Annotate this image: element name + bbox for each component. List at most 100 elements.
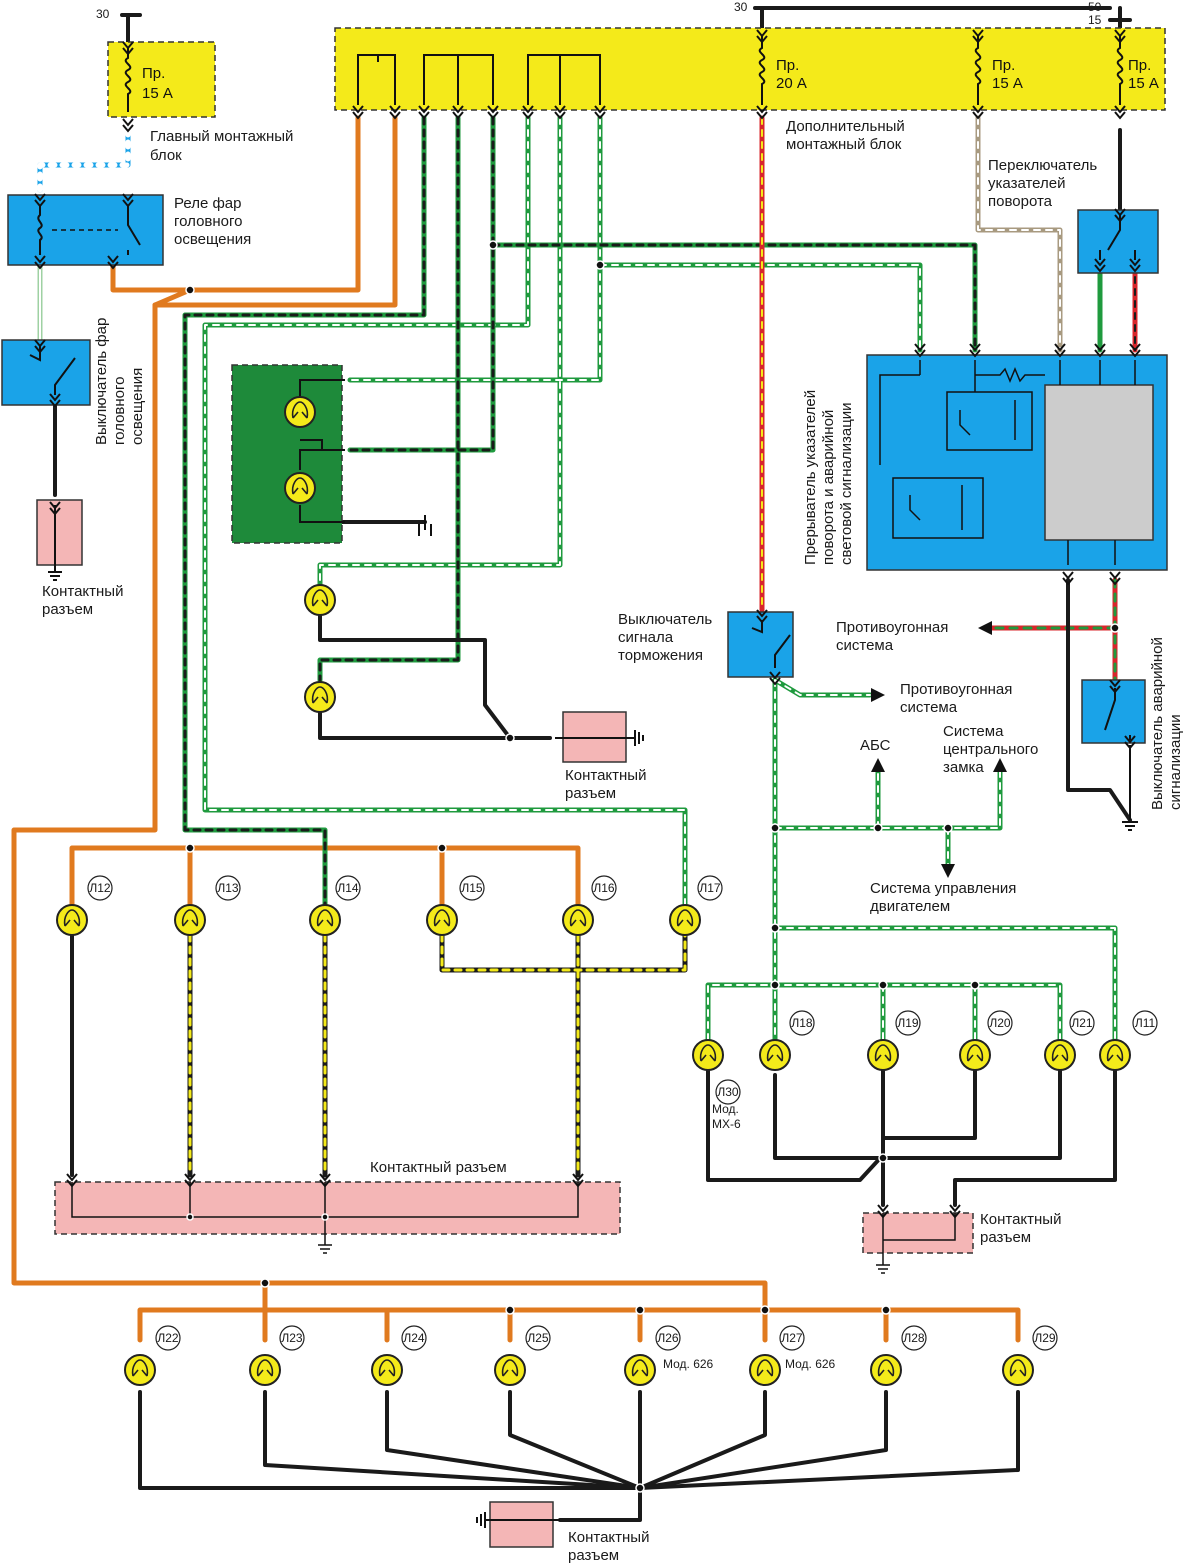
tag-L21: Л21 [1069,1010,1095,1036]
engine-ctrl-label-1: Система управления [870,880,1016,897]
connector-bottom [476,1501,560,1548]
green-black-wires [182,115,1118,908]
tag-L23: Л23 [279,1325,305,1351]
tag-L16: Л16 [591,875,617,901]
beige-wire [975,115,1063,353]
turn-switch-label-3: поворота [988,193,1053,210]
headlamp-switch [1,339,91,407]
svg-text:Л30: Л30 [717,1085,739,1099]
connector-middle [555,711,644,763]
lamps-row1 [56,904,701,936]
svg-text:Л23: Л23 [281,1331,303,1345]
lamp-tags: Л12 Л13 Л14 Л15 Л16 Л17 Л18 Л19 Л20 Л21 … [87,875,1158,1351]
green-white-wires [202,115,1118,1048]
tag-L17: Л17 [697,875,723,901]
antitheft1-label-1: Противоугонная [836,619,948,636]
lamps-row3 [124,1354,1034,1386]
tag-L28: Л28 [901,1325,927,1351]
tag-L19: Л19 [895,1010,921,1036]
mod-626-label-2: Мод. 626 [785,1357,836,1371]
brake-label-3: торможения [618,647,703,664]
tag-L11: Л11 [1132,1010,1158,1036]
tag-L24: Л24 [401,1325,427,1351]
terminal-30-left: 30 [96,7,110,21]
tag-L26: Л26 [655,1325,681,1351]
headlamp-switch-label-1: Выключатель фар [93,318,110,445]
middle-lamps [304,584,336,713]
arrows [871,621,1007,878]
connector-bottom-label-2: разъем [568,1547,619,1564]
fuse-3-name: Пр. [992,57,1015,74]
brake-label-2: сигнала [618,629,674,646]
svg-text:Л22: Л22 [157,1331,179,1345]
flasher-label-1: Прерыватель указателей [802,390,819,565]
flasher-label-3: световой сигнализации [838,402,855,565]
connector-right-label-1: Контактный [980,1211,1061,1228]
turn-switch [1077,208,1159,274]
tag-L12: Л12 [87,875,113,901]
svg-text:Л24: Л24 [403,1331,425,1345]
svg-text:Л16: Л16 [593,881,615,895]
svg-text:Л29: Л29 [1034,1331,1056,1345]
fuse-2-name: Пр. [776,57,799,74]
tag-L15: Л15 [459,875,485,901]
lamps-row2 [692,1039,1131,1071]
aux-block-label-1: Дополнительный [786,118,905,135]
antitheft2-label-2: система [900,699,958,716]
flasher-relay [866,343,1168,585]
terminal-50: 50 [1088,0,1102,14]
svg-text:Л27: Л27 [781,1331,803,1345]
tag-L13: Л13 [215,875,241,901]
connector-left [36,499,83,581]
connector-middle-label-1: Контактный [565,767,646,784]
mod-mx6-label-2: МХ-6 [712,1117,741,1131]
tag-L27: Л27 [779,1325,805,1351]
svg-text:Л12: Л12 [89,881,111,895]
connector-right [862,1204,974,1274]
turn-switch-label-2: указателей [988,175,1065,192]
svg-text:Л14: Л14 [337,881,359,895]
tag-L22: Л22 [155,1325,181,1351]
tag-L20: Л20 [987,1010,1013,1036]
central-lock-label-2: центрального [943,741,1038,758]
fuse-4-name: Пр. [1128,57,1151,74]
hazard-label-2: сигнализации [1167,714,1184,810]
abs-label: АБС [860,737,891,754]
fuse-4-rating: 15 А [1128,75,1159,92]
tag-L25: Л25 [525,1325,551,1351]
connector-long [54,1173,621,1254]
engine-ctrl-label-2: двигателем [870,898,950,915]
tag-L18: Л18 [789,1010,815,1036]
connector-right-label-2: разъем [980,1229,1031,1246]
headlamp-relay [7,193,164,269]
fuse-3-rating: 15 А [992,75,1023,92]
lamp-panel [231,364,432,544]
fuse-2-rating: 20 А [776,75,807,92]
connector-left-label-1: Контактный [42,583,123,600]
relay-label-1: Реле фар [174,195,241,212]
antitheft1-label-2: система [836,637,894,654]
main-fuse-block: Пр. 15 А 30 [96,7,216,118]
black-yellow-wires [187,932,688,1178]
connector-bottom-label-1: Контактный [568,1529,649,1546]
junction-dots [185,240,1120,1493]
central-lock-label-3: замка [943,759,984,776]
antitheft2-label-1: Противоугонная [900,681,1012,698]
tag-L29: Л29 [1032,1325,1058,1351]
relay-label-3: освещения [174,231,251,248]
tag-L14: Л14 [335,875,361,901]
connector-middle-label-2: разъем [565,785,616,802]
mod-626-label-1: Мод. 626 [663,1357,714,1371]
svg-text:Л13: Л13 [217,881,239,895]
svg-text:Л18: Л18 [791,1016,813,1030]
tag-L30: Л30 [715,1079,741,1105]
terminal-30-right: 30 [734,0,748,14]
turn-switch-label-1: Переключатель [988,157,1097,174]
aux-block-label-2: монтажный блок [786,136,902,153]
hazard-label-1: Выключатель аварийной [1149,637,1166,810]
headlamp-switch-label-2: головного [111,377,128,446]
main-block-label-1: Главный монтажный [150,128,293,145]
hazard-switch [1081,679,1146,831]
svg-text:Л21: Л21 [1071,1016,1093,1030]
